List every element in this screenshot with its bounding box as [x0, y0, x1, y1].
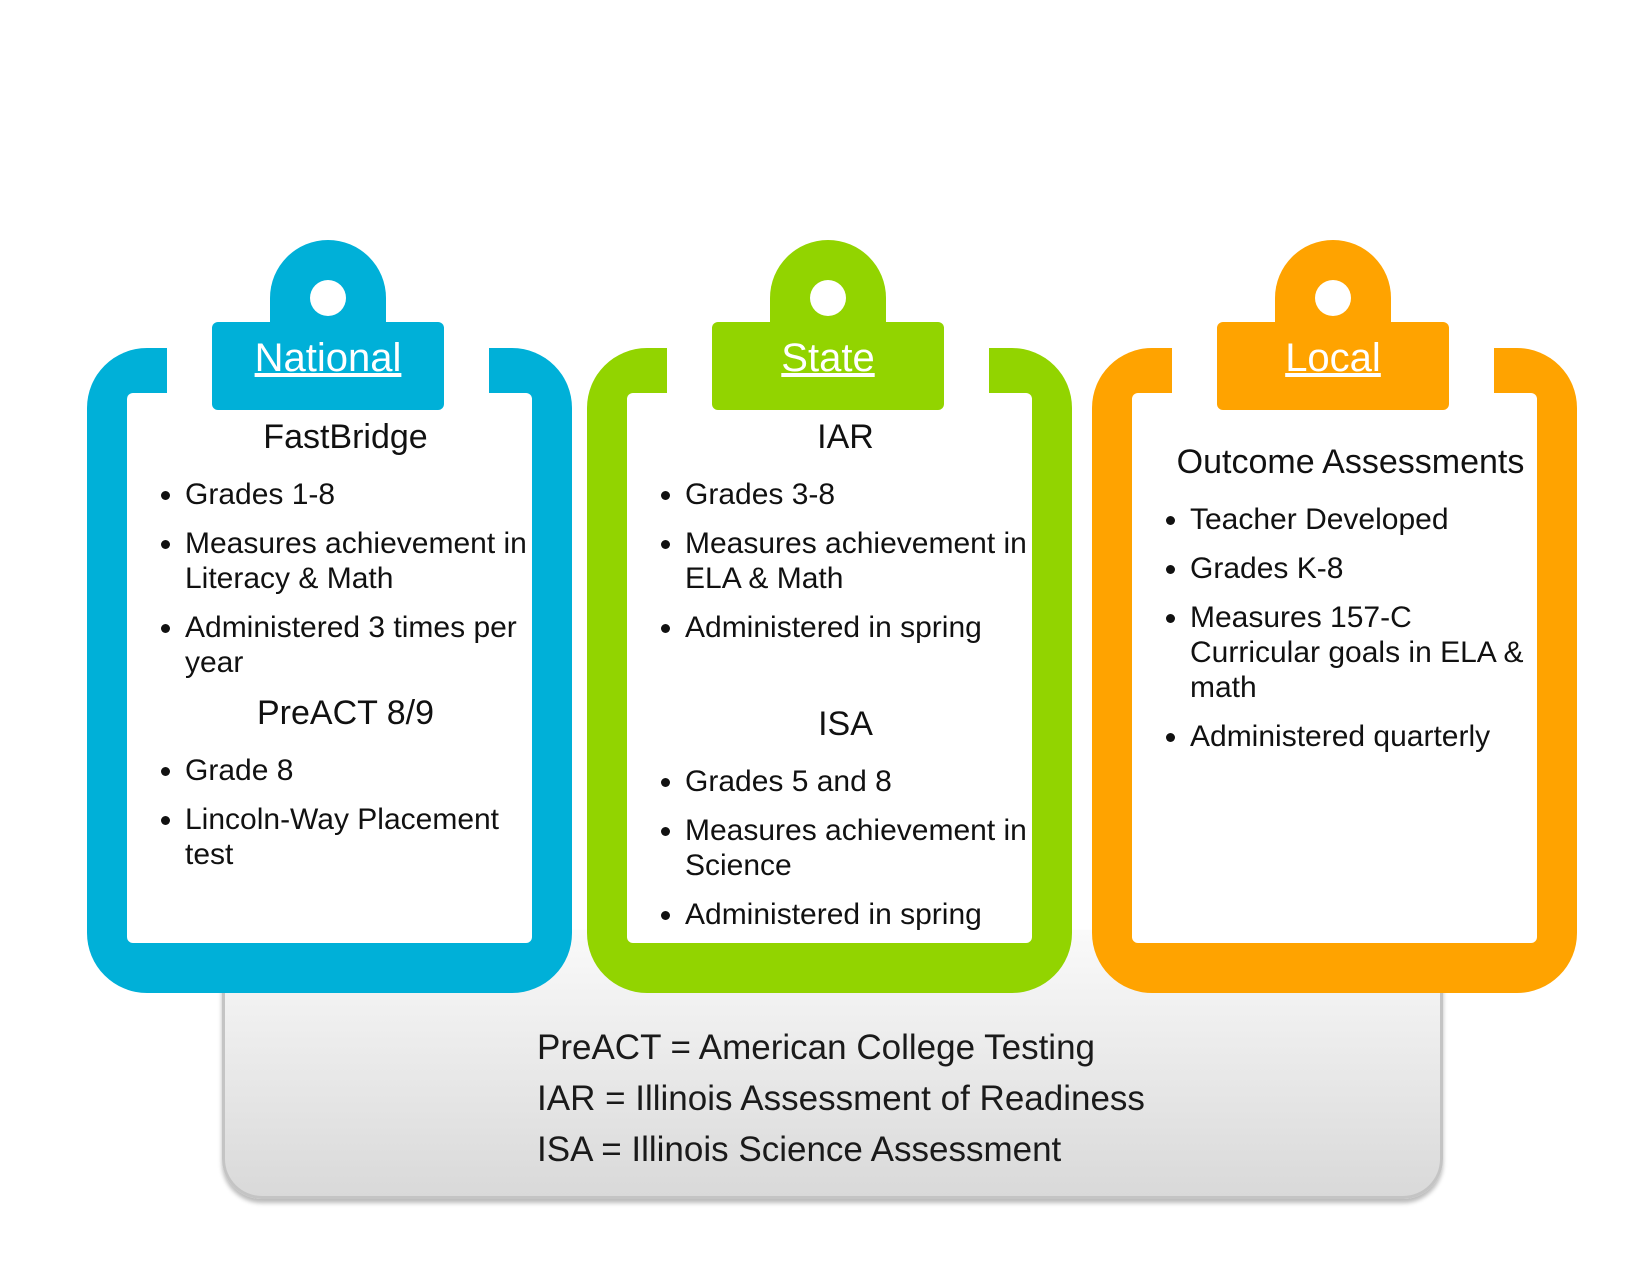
- column-title: Local: [1285, 336, 1381, 380]
- legend-isa: ISA = Illinois Science Assessment: [537, 1130, 1062, 1169]
- column-title: National: [254, 336, 402, 380]
- list-item: Measures achievement in Science: [685, 813, 1042, 883]
- legend-preact: PreACT = American College Testing: [537, 1028, 1096, 1067]
- section-heading: Outcome Assessments: [1176, 443, 1525, 481]
- list-item: Teacher Developed: [1190, 502, 1547, 537]
- section-heading: IAR: [817, 418, 874, 456]
- clipboard-state: State IAR Grades 3-8Measures achievement …: [587, 240, 1072, 993]
- clipboard-local: Local Outcome AssessmentsTeacher Develop…: [1092, 240, 1577, 993]
- list-item: Measures achievement in ELA & Math: [685, 526, 1042, 596]
- section-heading: FastBridge: [263, 418, 428, 456]
- bullet-list: Grades 5 and 8 Measures achievement in Sc…: [649, 764, 1042, 932]
- column-title: State: [781, 336, 875, 380]
- section-heading: PreACT 8/9: [256, 694, 434, 732]
- list-item: Grades 1-8: [185, 477, 542, 512]
- list-item: Grade 8: [185, 753, 542, 788]
- legend-iar: IAR = Illinois Assessment of Readiness: [537, 1079, 1145, 1118]
- bullet-list: Teacher DevelopedGrades K-8Measures 157-…: [1154, 502, 1547, 754]
- list-item: Measures 157-C Curricular goals in ELA &…: [1190, 600, 1547, 705]
- list-item: Grades K-8: [1190, 551, 1547, 586]
- bullet-list: Grades 3-8Measures achievement in ELA & …: [649, 477, 1042, 645]
- section-heading: ISA: [818, 705, 873, 743]
- list-item: Administered in spring: [685, 610, 1042, 645]
- list-item: Measures achievement in Literacy & Math: [185, 526, 542, 596]
- list-item: Administered quarterly: [1190, 719, 1547, 754]
- list-item: Grades 5 and 8: [685, 764, 1042, 799]
- bullet-list: Grades 1-8Measures achievement in Litera…: [149, 477, 542, 680]
- list-item: Lincoln-Way Placement test: [185, 802, 542, 872]
- list-item: Administered 3 times per year: [185, 610, 542, 680]
- clipboard-national: National FastBridgeGrades 1-8Measures ac…: [87, 240, 572, 993]
- list-item: Administered in spring: [685, 897, 1042, 932]
- bullet-list: Grade 8 Lincoln-Way Placement test: [149, 753, 542, 872]
- list-item: Grades 3-8: [685, 477, 1042, 512]
